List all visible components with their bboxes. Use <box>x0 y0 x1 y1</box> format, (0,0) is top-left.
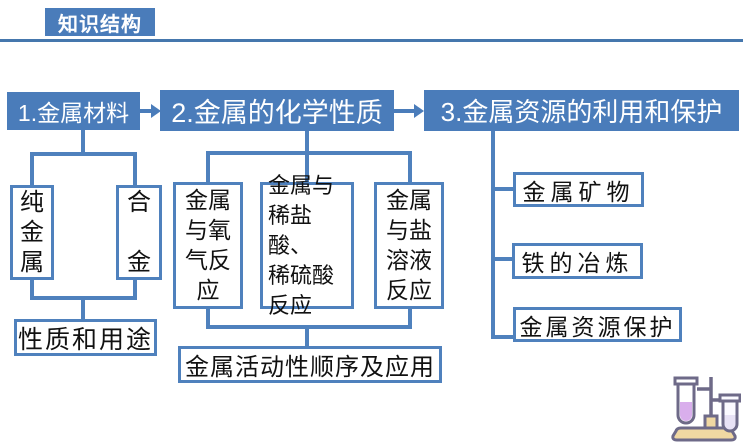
connector-line <box>491 131 495 339</box>
node-salt-solution-reaction: 金属 与盐 溶液 反应 <box>374 182 444 309</box>
connector-line <box>133 152 137 185</box>
header-divider <box>0 39 743 42</box>
right-arrow-icon <box>394 104 424 118</box>
connector-line <box>30 152 137 156</box>
connector-line <box>408 151 412 182</box>
connector-line <box>206 309 210 329</box>
node-resource-use-protection: 3.金属资源的利用和保护 <box>424 90 739 131</box>
connector-line <box>491 187 513 191</box>
connector-line <box>81 296 85 319</box>
connector-line <box>491 257 512 261</box>
node-properties-and-uses: 性质和用途 <box>14 319 157 356</box>
connector-line <box>81 130 85 156</box>
node-resource-protection: 金属资源保护 <box>513 307 682 342</box>
node-iron-smelting: 铁的冶炼 <box>512 243 643 279</box>
node-oxygen-reaction: 金属 与氧 气反 应 <box>173 182 243 309</box>
connector-line <box>206 325 412 329</box>
connector-line <box>305 131 309 155</box>
connector-line <box>408 309 412 329</box>
node-alloy: 合 金 <box>116 185 162 280</box>
connector-line <box>30 152 34 185</box>
connector-line <box>491 335 513 339</box>
connector-line <box>133 280 137 300</box>
node-pure-metal: 纯 金 属 <box>10 185 54 280</box>
connector-line <box>30 280 34 300</box>
node-metal-materials: 1.金属材料 <box>7 92 140 130</box>
connector-line <box>206 151 412 155</box>
node-chemical-properties: 2.金属的化学性质 <box>160 90 394 131</box>
test-tube-stand-icon <box>671 376 741 442</box>
node-activity-series: 金属活动性顺序及应用 <box>178 346 442 383</box>
right-arrow-icon <box>139 104 161 118</box>
node-dilute-acid-reaction: 金属与 稀盐酸、 稀硫酸 反应 <box>260 173 354 318</box>
connector-line <box>305 325 309 346</box>
connector-line <box>206 151 210 182</box>
connector-line <box>305 151 309 182</box>
section-title-badge: 知识结构 <box>45 8 155 36</box>
node-metal-minerals: 金属矿物 <box>513 172 644 207</box>
